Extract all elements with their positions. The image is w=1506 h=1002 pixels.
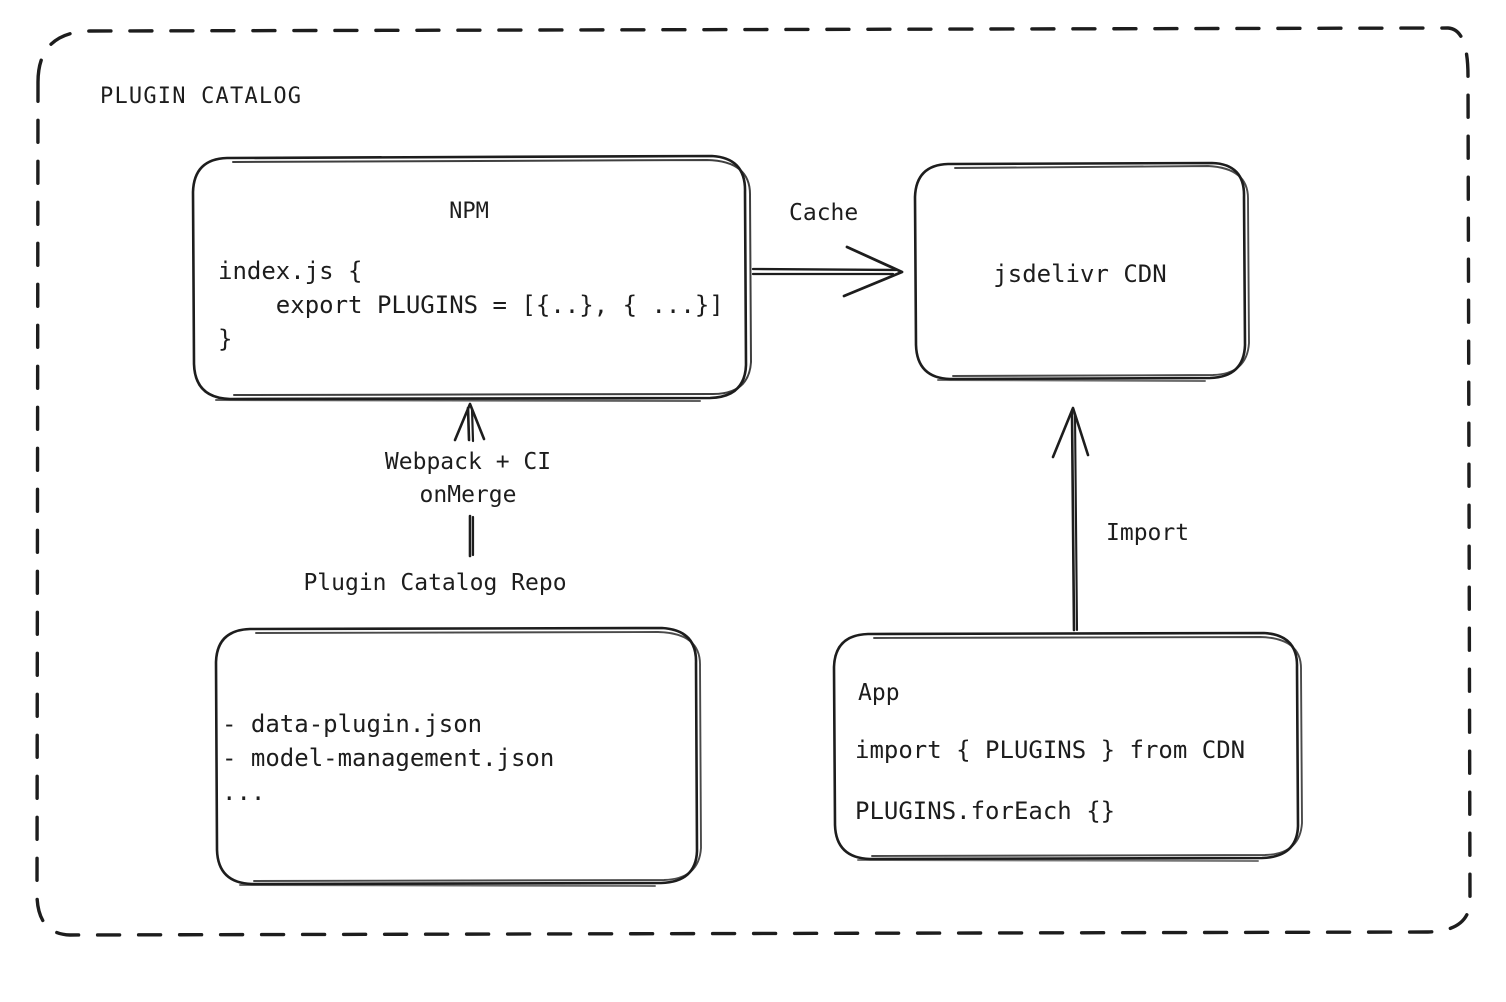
app-code-foreach-line: PLUGINS.forEach {} [855, 797, 1116, 825]
app-node-label: App [858, 680, 900, 706]
edge-label-import: Import [1106, 520, 1190, 546]
npm-node-label: NPM [449, 199, 489, 224]
edge-app-to-cdn-arrow [1051, 406, 1090, 632]
cdn-node-label: jsdelivr CDN [993, 260, 1167, 288]
edge-npm-to-cdn-arrow [751, 245, 904, 298]
app-code-import-line: import { PLUGINS } from CDN [855, 736, 1246, 764]
npm-code-snippet: index.js { export PLUGINS = [{..}, { ...… [218, 257, 724, 354]
edge-label-webpack-ci: Webpack + CI onMerge [384, 449, 552, 508]
group-title: PLUGIN CATALOG [100, 84, 303, 109]
edge-label-cache: Cache [789, 200, 859, 226]
repo-node-caption: Plugin Catalog Repo [303, 570, 567, 596]
repo-file-list: - data-plugin.json - model-management.js… [222, 710, 555, 807]
